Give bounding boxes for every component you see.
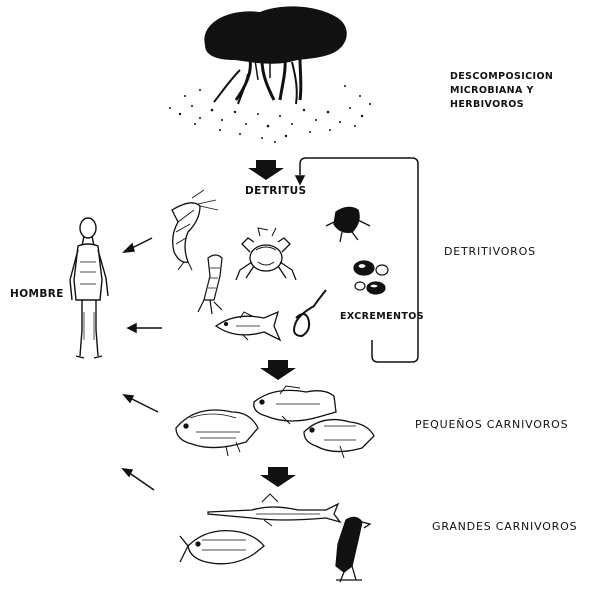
label-decomposition-line-2: MICROBIANA Y xyxy=(450,85,534,96)
arrow-to-man-1 xyxy=(121,237,153,253)
sunfish-icon xyxy=(253,385,337,425)
ground-speckle xyxy=(169,85,371,143)
label-detritivores: DETRITIVOROS xyxy=(444,245,536,258)
crab-icon xyxy=(235,227,297,281)
human-figure-icon xyxy=(69,217,109,359)
label-large-carnivores: GRANDES CARNIVOROS xyxy=(432,520,578,533)
mangrove-tree-icon xyxy=(204,6,347,105)
label-decomposition-line-1: DESCOMPOSICION xyxy=(450,71,554,82)
bird-icon xyxy=(335,516,372,583)
arrow-detritivores-to-small xyxy=(260,360,296,380)
mollusk-icon xyxy=(353,260,389,295)
shrimp-icon xyxy=(171,189,219,271)
arrow-to-man-2 xyxy=(126,322,162,334)
insect-larva-icon xyxy=(197,254,223,315)
label-man: HOMBRE xyxy=(10,288,64,300)
label-decomposition-line-3: HERBIVOROS xyxy=(450,99,525,110)
label-small-carnivores: PEQUEÑOS CARNIVOROS xyxy=(415,418,569,431)
excrement-return-line xyxy=(294,157,419,363)
label-excrements: EXCREMENTOS xyxy=(340,311,424,322)
label-detritus: DETRITUS xyxy=(245,185,307,197)
sunfish-icon xyxy=(175,409,259,457)
arrow-small-to-large xyxy=(260,467,296,487)
amphipod-icon xyxy=(325,206,371,243)
jack-fish-icon xyxy=(179,529,265,565)
sunfish-icon xyxy=(303,418,375,459)
label-decomposition: DESCOMPOSICION MICROBIANA Y HERBIVOROS xyxy=(450,70,553,112)
arrow-to-man-4 xyxy=(121,468,155,491)
worm-icon xyxy=(293,289,327,338)
arrow-tree-to-detritus xyxy=(248,160,284,180)
needlefish-icon xyxy=(207,493,342,527)
small-fish-icon xyxy=(214,310,282,342)
arrow-to-man-3 xyxy=(122,394,159,413)
